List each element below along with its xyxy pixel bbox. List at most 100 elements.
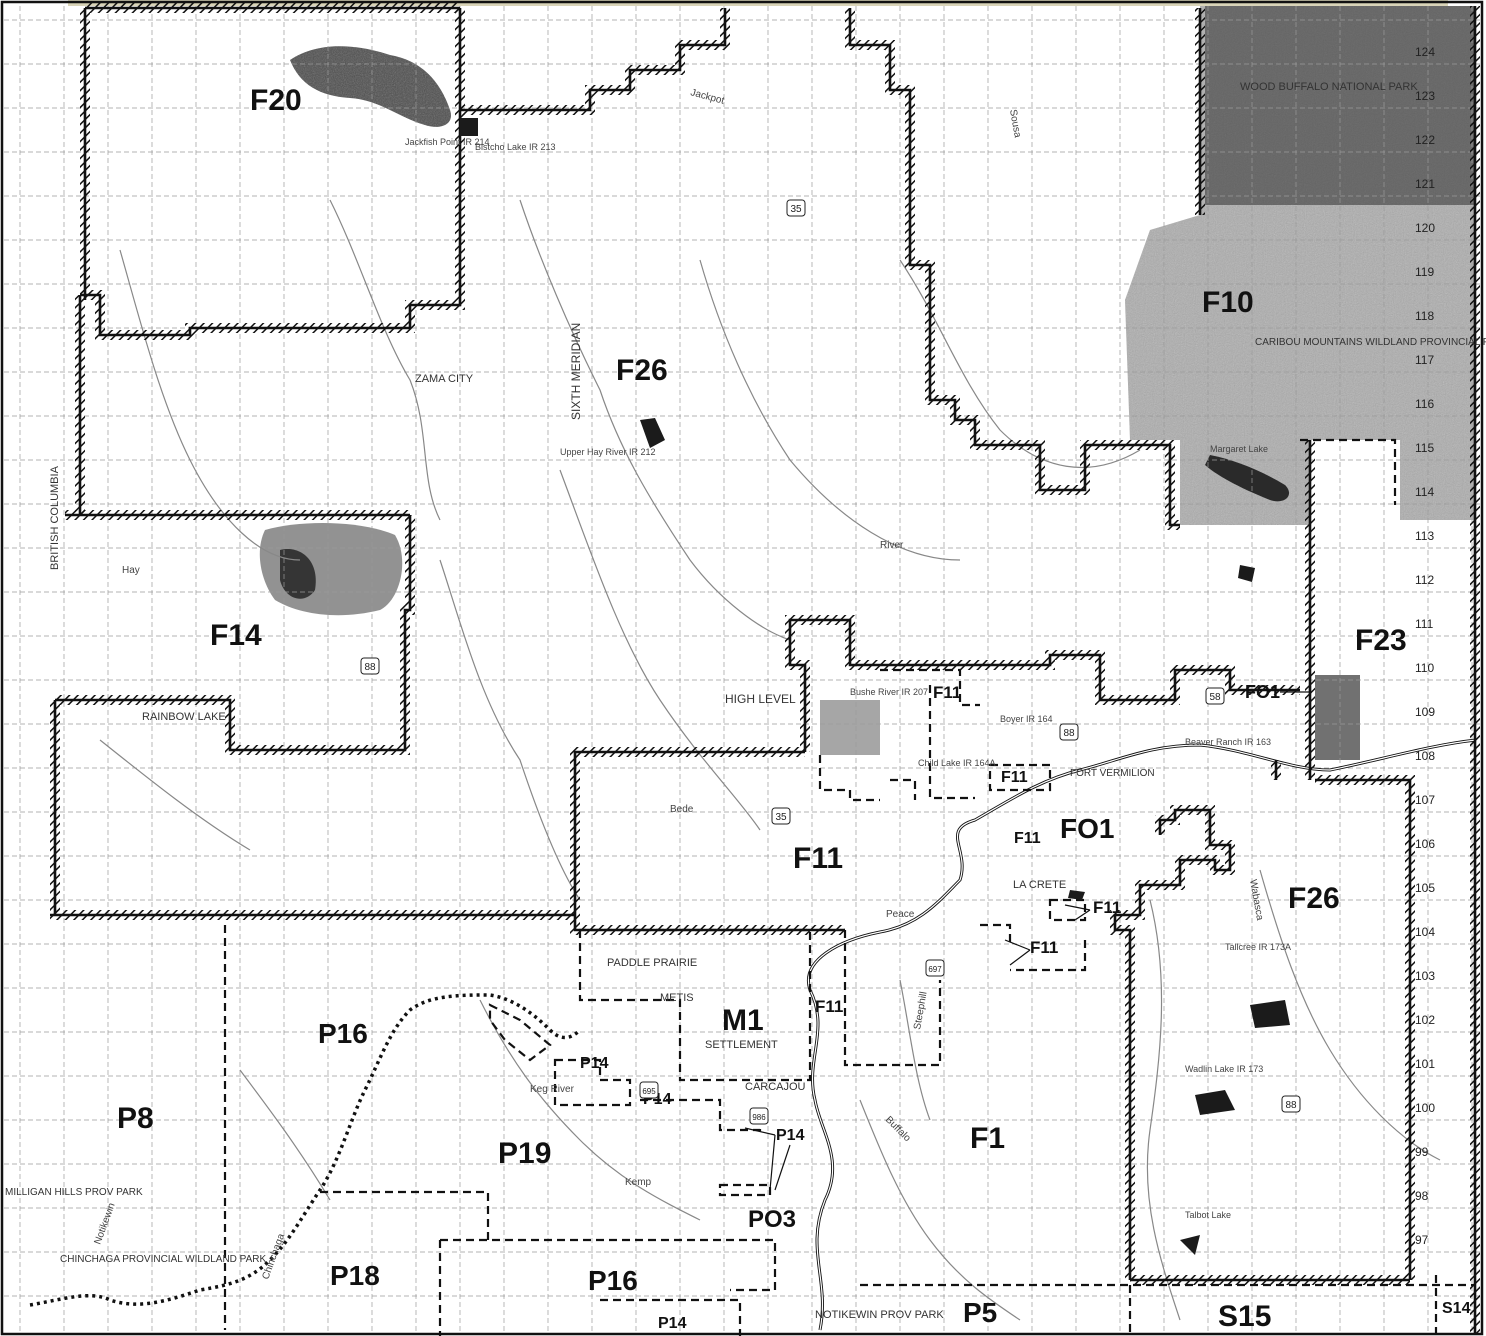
hatched-boundaries <box>50 3 1480 1334</box>
zone-f11-g: F11 <box>815 997 843 1016</box>
zone-f26-east: F26 <box>1288 882 1340 915</box>
label-wood-buffalo: WOOD BUFFALO NATIONAL PARK <box>1240 81 1418 93</box>
boundary-line-19 <box>1158 808 1200 835</box>
label-milligan: MILLIGAN HILLS PROV PARK <box>5 1187 143 1198</box>
label-caribou: CARIBOU MOUNTAINS WILDLAND PROVINCIAL PA… <box>1255 337 1486 348</box>
highway-shield-icon <box>771 807 791 825</box>
label-bushe: Bushe River IR 207 <box>850 687 928 697</box>
zone-f11-e: F11 <box>1093 898 1121 917</box>
highway-number: 35 <box>775 812 787 823</box>
label-child-lake: Child Lake IR 164A <box>918 758 996 768</box>
label-chinchaga: CHINCHAGA PROVINCIAL WILDLAND PARK <box>60 1254 266 1265</box>
boundary-line-18 <box>1113 808 1232 1280</box>
zone-f11-main: F11 <box>793 842 843 875</box>
label-upper-hay: Upper Hay River IR 212 <box>560 447 656 457</box>
highway-shield-icon <box>1281 1095 1301 1113</box>
highway-number: 986 <box>752 1113 766 1122</box>
township-number: 109 <box>1415 705 1435 719</box>
township-number: 122 <box>1415 133 1435 147</box>
zone-fo1-small: FO1 <box>1245 682 1280 702</box>
label-beaver-ranch: Beaver Ranch IR 163 <box>1185 737 1271 747</box>
highway-number: 35 <box>790 204 802 215</box>
highway-number: 58 <box>1209 692 1221 703</box>
zone-p19: P19 <box>498 1137 551 1170</box>
label-wadlin: Wadlin Lake IR 173 <box>1185 1064 1263 1074</box>
label-talbot: Talbot Lake <box>1185 1210 1231 1220</box>
label-kemp: Kemp <box>625 1177 652 1188</box>
highway-shield-icon <box>1059 723 1079 741</box>
boundary-line-4 <box>848 8 1180 527</box>
township-number: 108 <box>1415 749 1435 763</box>
highway-shield-icon <box>925 959 945 977</box>
zone-f10: F10 <box>1202 286 1254 319</box>
reserve-parcels <box>460 118 1290 1255</box>
label-notikewin-park: NOTIKEWIN PROV PARK <box>815 1309 944 1321</box>
label-la-crete: LA CRETE <box>1013 879 1066 891</box>
label-sousa: Sousa <box>1007 109 1023 139</box>
township-number: 98 <box>1415 1189 1429 1203</box>
township-number: 99 <box>1415 1145 1429 1159</box>
township-number: 114 <box>1415 485 1434 499</box>
township-number: 124 <box>1415 45 1435 59</box>
zone-s15: S15 <box>1218 1300 1271 1333</box>
zone-p14-a: P14 <box>580 1055 609 1072</box>
zone-p8: P8 <box>117 1102 154 1135</box>
boundary-line-20 <box>573 915 845 932</box>
zone-p14-d: P14 <box>658 1315 687 1332</box>
zone-f11-d: F11 <box>1014 830 1041 847</box>
township-number: 116 <box>1415 397 1434 411</box>
highway-number: 88 <box>1063 728 1075 739</box>
township-number: 117 <box>1415 353 1434 367</box>
township-number: 115 <box>1415 441 1434 455</box>
township-number: 118 <box>1415 309 1434 323</box>
highway-number: 697 <box>928 965 942 974</box>
label-margaret: Margaret Lake <box>1210 444 1268 454</box>
zone-p14-c: P14 <box>776 1127 805 1144</box>
township-number: 100 <box>1415 1101 1435 1115</box>
label-keg-river: Keg River <box>530 1084 575 1095</box>
label-british-columbia: BRITISH COLUMBIA <box>49 465 61 570</box>
label-tallcree: Tallcree IR 173A <box>1225 942 1291 952</box>
label-bistcho: Bistcho Lake IR 213 <box>475 142 556 152</box>
label-rainbow-lake: RAINBOW LAKE <box>142 711 226 723</box>
zone-s14: S14 <box>1442 1300 1471 1317</box>
boundary-line-8 <box>80 110 462 337</box>
boundary-line-3 <box>460 8 727 112</box>
rivers <box>99 199 1477 1331</box>
label-sixth-meridian: SIXTH MERIDIAN <box>569 323 583 420</box>
label-river-mid: River <box>880 540 904 551</box>
zone-fo1-main: FO1 <box>1060 813 1114 844</box>
zone-labels: F20 F26 F10 F14 F23 FO1 F11 F11 FO1 F11 … <box>117 84 1471 1333</box>
boundary-line-16 <box>1315 778 1412 1280</box>
label-zama-city: ZAMA CITY <box>415 373 474 385</box>
zone-po3: PO3 <box>748 1206 796 1233</box>
township-number: 120 <box>1415 221 1435 235</box>
zone-p16-south: P16 <box>588 1265 638 1296</box>
highway-number: 88 <box>364 662 376 673</box>
township-number: 103 <box>1415 969 1435 983</box>
township-number: 123 <box>1415 89 1435 103</box>
township-numbers: 1241231221211201191181171161151141131121… <box>1415 45 1435 1247</box>
label-high-level: HIGH LEVEL <box>725 692 796 706</box>
township-number: 105 <box>1415 881 1435 895</box>
label-peace: Peace <box>886 909 915 920</box>
highway-shield-icon <box>749 1107 769 1125</box>
township-number: 111 <box>1415 617 1434 631</box>
zone-f11-upper: F11 <box>933 683 961 702</box>
highway-number: 695 <box>642 1087 656 1096</box>
township-number: 112 <box>1415 573 1434 587</box>
highway-shield-icon <box>639 1081 659 1099</box>
township-number: 121 <box>1415 177 1435 191</box>
zone-f14: F14 <box>210 619 262 652</box>
highway-shield-icon <box>1205 687 1225 705</box>
label-fort-vermilion: FORT VERMILION <box>1070 768 1155 779</box>
label-settlement: SETTLEMENT <box>705 1039 778 1051</box>
label-boyer: Boyer IR 164 <box>1000 714 1053 724</box>
highway-shield-icon <box>360 657 380 675</box>
highway-shield-icon <box>786 199 806 217</box>
zone-f1: F1 <box>970 1122 1005 1155</box>
township-number: 110 <box>1415 661 1434 675</box>
